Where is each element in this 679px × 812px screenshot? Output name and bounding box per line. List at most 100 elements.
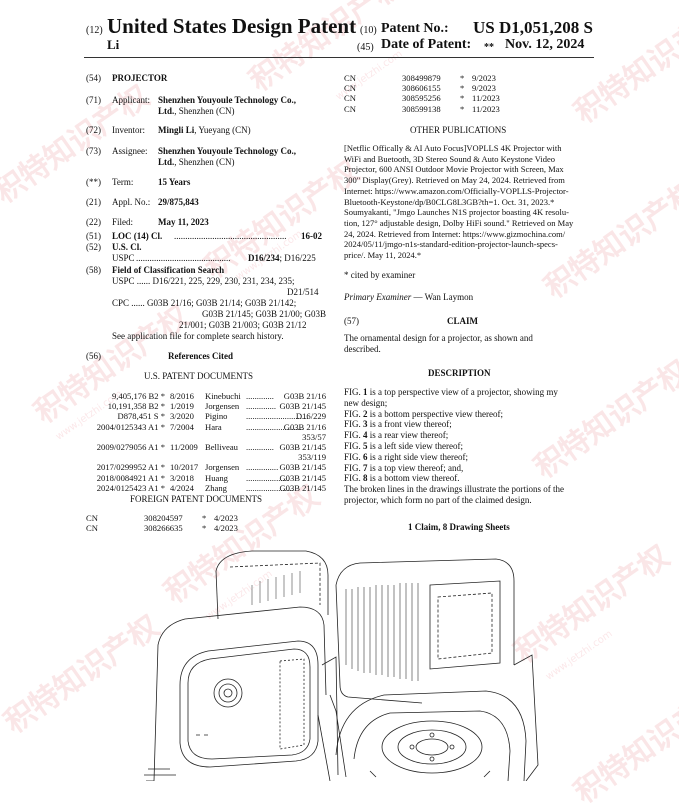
- publication-line: tion, 127° adjustable design, Dolby HiFi…: [344, 217, 574, 228]
- fig-prefix: FIG.: [344, 408, 364, 419]
- claim-title: CLAIM: [447, 316, 478, 326]
- search-field-line: USPC ...... D16/221, 225, 229, 230, 231,…: [112, 276, 295, 286]
- us-doc-inventor: Pigino: [205, 411, 228, 422]
- description-line: new design;: [344, 398, 387, 409]
- uspc-main-class: D16/234: [248, 253, 280, 263]
- cn-doc-date: 9/2023: [472, 83, 496, 94]
- field-22-code: (22): [86, 217, 101, 227]
- us-doc-date: 8/2016: [170, 391, 194, 401]
- patent-title: United States Design Patent: [107, 14, 357, 38]
- publication-line: WiFi and Buetooth, 3D Stereo Sound & Aut…: [344, 153, 556, 164]
- fig-caption: is a right side view thereof;: [367, 451, 468, 462]
- cn-doc-mark: *: [460, 103, 465, 114]
- publication-line: Internet: https://www.amazon.com/Officia…: [344, 185, 569, 196]
- examiner-label: Primary Examiner: [344, 292, 412, 302]
- fig-caption: projector, which form no part of the cla…: [344, 495, 532, 505]
- design-title: PROJECTOR: [112, 73, 168, 83]
- us-doc-dots: .............: [246, 391, 274, 401]
- foreign-doc-date: 4/2023: [214, 523, 238, 534]
- foreign-docs-title: FOREIGN PATENT DOCUMENTS: [130, 494, 263, 504]
- references-cited-title: References Cited: [168, 351, 234, 361]
- us-doc-date: 10/2017: [170, 462, 199, 473]
- search-field-line: 21/001; G03B 21/003; G03B 21/12: [179, 320, 307, 330]
- us-doc-dots: .............: [246, 442, 274, 452]
- publication-line: Projector, 600 ANSI Outdoor Movie Projec…: [344, 164, 564, 175]
- patent-number-label: Patent No.:: [381, 21, 449, 36]
- term-label: Term:: [112, 177, 134, 187]
- header-rule: [84, 57, 594, 58]
- description-line: FIG. 6 is a right side view thereof;: [344, 452, 468, 463]
- search-field-line: See application file for complete search…: [112, 331, 284, 341]
- claim-line: described.: [344, 344, 381, 354]
- assignee-line1: Shenzhen Youyoule Technology Co.,: [158, 146, 296, 156]
- us-doc-date: 11/2009: [170, 442, 198, 452]
- fig-prefix: FIG.: [344, 473, 364, 484]
- us-doc-inventor: Jorgensen: [205, 462, 240, 473]
- foreign-doc-country: CN: [86, 513, 98, 523]
- appl-no-label: Appl. No.:: [112, 197, 151, 207]
- us-doc-dots: ...............: [246, 462, 279, 473]
- us-doc-class: G03B 21/145: [279, 462, 326, 473]
- us-doc-number: 2017/0299952 A1 *: [96, 462, 165, 473]
- us-doc-inventor: Belliveau: [205, 442, 238, 452]
- applicant-line1: Shenzhen Youyoule Technology Co.,: [158, 95, 296, 105]
- projector-front-view: [144, 550, 347, 781]
- us-doc-class: G03B 21/145: [279, 401, 326, 412]
- date-mark: **: [484, 42, 494, 53]
- primary-examiner: Primary Examiner — Wan Laymon: [344, 292, 473, 303]
- us-doc-number: 2004/0125343 A1 *: [96, 421, 165, 432]
- fig-caption: is a bottom perspective view thereof;: [367, 408, 503, 419]
- search-field-line: D21/514: [287, 287, 319, 297]
- filed-value: May 11, 2023: [158, 217, 209, 227]
- claim-line: The ornamental design for a projector, a…: [344, 333, 533, 343]
- description-line: FIG. 8 is a bottom view thereof.: [344, 473, 460, 484]
- examiner-name: — Wan Laymon: [411, 292, 474, 302]
- description-line: FIG. 3 is a front view thereof;: [344, 419, 452, 430]
- assignee-location: , Shenzhen (CN): [174, 157, 235, 167]
- cn-doc-mark: *: [460, 93, 465, 104]
- field-57-code: (57): [344, 316, 359, 326]
- us-doc-class: G03B 21/145: [279, 442, 326, 452]
- publication-line: [Netflic Offically & AI Auto Focus]VOPLL…: [344, 143, 562, 153]
- fig-caption: is a top view thereof; and,: [367, 462, 464, 473]
- publication-line: 300" Display(Grey). Retrieved on May 24,…: [344, 175, 565, 186]
- cn-doc-number: 308599138: [402, 103, 441, 114]
- uspc-label: USPC: [112, 253, 135, 263]
- patent-date: Nov. 12, 2024: [505, 37, 585, 52]
- fig-number: 3: [363, 419, 368, 430]
- fig-prefix: FIG.: [344, 387, 364, 397]
- us-doc-class: G03B 21/16: [283, 391, 326, 401]
- inventor-line: Mingli Li, Yueyang (CN): [158, 125, 251, 136]
- cn-doc-country: CN: [344, 93, 356, 104]
- foreign-doc-number: 308204597: [144, 513, 183, 523]
- fig-prefix: FIG.: [344, 430, 364, 441]
- term-code: (**): [86, 177, 101, 187]
- fig-number: 5: [363, 441, 368, 451]
- drawing-sheets-summary: 1 Claim, 8 Drawing Sheets: [408, 522, 510, 532]
- us-doc-class: G03B 21/16: [283, 421, 326, 432]
- publication-line: 2024/05/11/jmgo-n1s-standard-edition-pro…: [344, 239, 558, 250]
- applicant-location: , Shenzhen (CN): [174, 106, 235, 116]
- cn-doc-country: CN: [344, 103, 356, 114]
- cn-doc-number: 308606155: [402, 83, 441, 94]
- cn-doc-country: CN: [344, 73, 356, 83]
- us-doc-number: D878,451 S *: [117, 411, 165, 422]
- assignee-ltd: Ltd.: [158, 157, 175, 167]
- fig-number: 8: [363, 473, 368, 484]
- us-doc-number: 10,191,358 B2 *: [107, 401, 165, 412]
- description-line: The broken lines in the drawings illustr…: [344, 484, 564, 495]
- assignee-label: Assignee:: [112, 146, 148, 156]
- search-field-label: Field of Classification Search: [112, 265, 225, 275]
- description-title: DESCRIPTION: [428, 368, 491, 378]
- cn-doc-number: 308595256: [402, 93, 441, 104]
- us-doc-class: G03B 21/145: [279, 472, 326, 483]
- us-doc-date: 1/2019: [170, 401, 194, 412]
- filed-label: Filed:: [112, 217, 134, 227]
- publication-line: 24, 2024. Retrieved from Internet: https…: [344, 228, 566, 239]
- watermark-text: 积特知识产权: [568, 678, 679, 811]
- field-58-code: (58): [86, 265, 101, 275]
